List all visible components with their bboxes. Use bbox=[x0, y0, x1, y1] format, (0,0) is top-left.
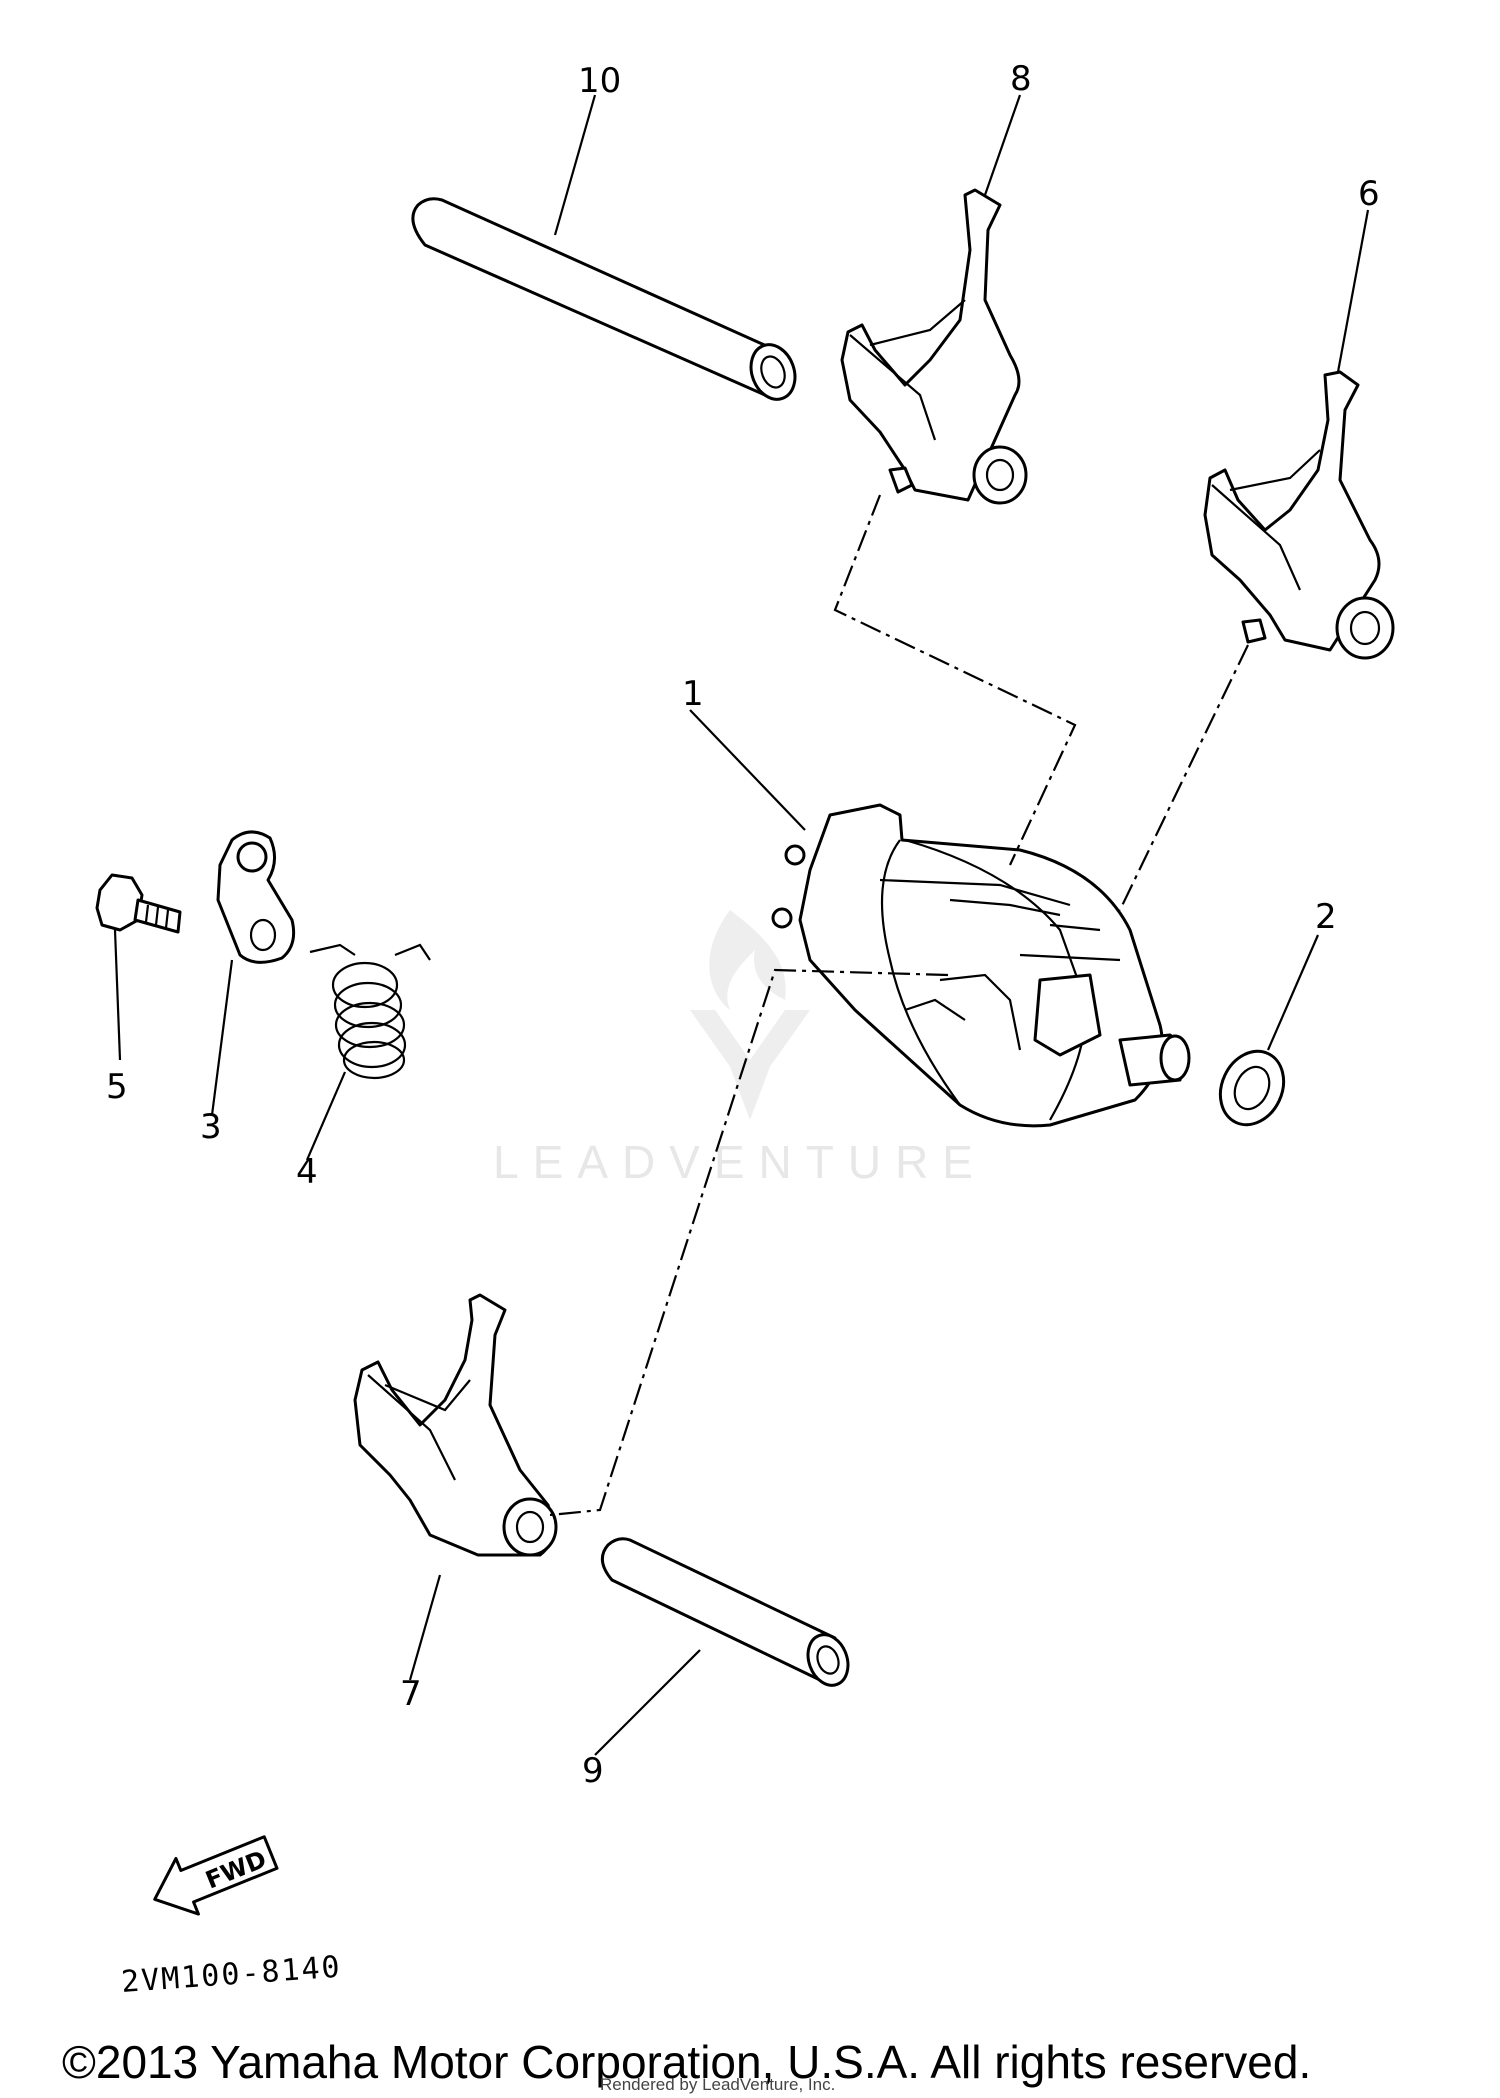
drawing-code: 2VM100-8140 bbox=[120, 1950, 343, 2000]
callout-8: 8 bbox=[1010, 59, 1032, 99]
copyright-notice: ©2013 Yamaha Motor Corporation, U.S.A. A… bbox=[62, 2036, 1311, 2088]
callout-3: 3 bbox=[200, 1107, 222, 1147]
fwd-arrow: FWD bbox=[153, 1835, 279, 1916]
leader-lines bbox=[113, 94, 1370, 1756]
part-5-bolt bbox=[95, 873, 182, 934]
callout-5: 5 bbox=[106, 1067, 128, 1107]
callout-6: 6 bbox=[1358, 174, 1380, 214]
part-1-shift-cam-drum bbox=[771, 803, 1191, 1128]
part-10-shift-fork-guide-bar bbox=[411, 197, 797, 401]
callout-4: 4 bbox=[296, 1152, 318, 1192]
part-4-torsion-spring bbox=[309, 943, 431, 1080]
part-2-washer bbox=[1218, 1049, 1286, 1127]
callout-2: 2 bbox=[1315, 897, 1337, 937]
fwd-arrow-icon bbox=[153, 1835, 279, 1916]
callout-9: 9 bbox=[582, 1751, 604, 1791]
assembly-lines bbox=[549, 494, 1249, 1517]
part-3-stopper-lever bbox=[216, 830, 296, 964]
callout-labels: 10 8 6 1 2 5 3 4 7 9 bbox=[106, 59, 1380, 1791]
callout-10: 10 bbox=[578, 61, 621, 101]
part-6-shift-fork bbox=[1203, 370, 1395, 660]
watermark-text: LEADVENTURE bbox=[493, 1136, 987, 1188]
part-8-shift-fork bbox=[840, 188, 1028, 505]
part-9-shift-fork-guide-bar bbox=[600, 1537, 850, 1687]
part-7-shift-fork bbox=[353, 1293, 558, 1557]
watermark-logo-icon bbox=[690, 910, 810, 1120]
render-credit: Rendered by LeadVenture, Inc. bbox=[600, 2075, 835, 2094]
callout-7: 7 bbox=[400, 1674, 422, 1714]
callout-1: 1 bbox=[682, 674, 704, 714]
watermark: LEADVENTURE bbox=[493, 910, 987, 1188]
